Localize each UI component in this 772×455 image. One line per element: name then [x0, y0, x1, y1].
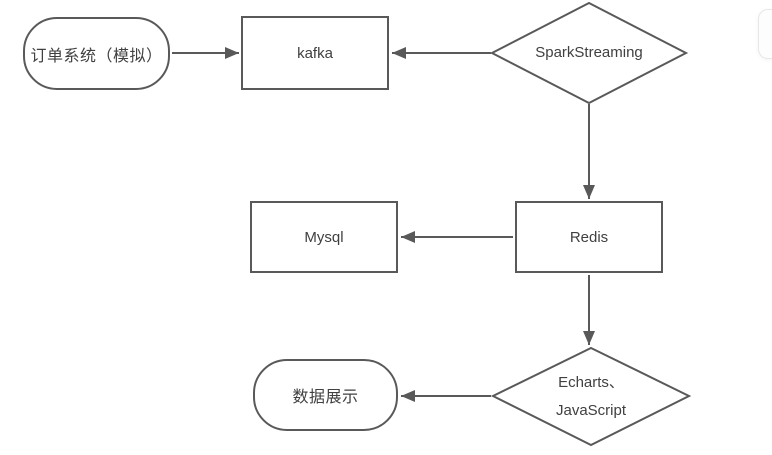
- node-kafka-label: kafka: [297, 44, 333, 62]
- node-kafka: kafka: [241, 16, 389, 90]
- node-echarts: Echarts、 JavaScript: [493, 348, 689, 445]
- node-echarts-label-line1: Echarts、: [558, 373, 624, 391]
- node-data-display-label: 数据展示: [292, 389, 359, 406]
- node-echarts-label-line2: JavaScript: [555, 401, 627, 419]
- node-spark-streaming: SparkStreaming: [492, 3, 686, 103]
- node-data-display: 数据展示: [253, 359, 398, 431]
- node-order-system-label: 订单系统（模拟）: [30, 47, 163, 65]
- node-order-system: 订单系统（模拟）: [23, 17, 170, 90]
- node-redis-label: Redis: [569, 228, 609, 246]
- node-mysql-label: Mysql: [304, 228, 344, 246]
- collapsed-side-toolbar-handle[interactable]: [758, 9, 772, 59]
- node-spark-streaming-label: SparkStreaming: [535, 44, 643, 61]
- node-redis: Redis: [515, 201, 663, 273]
- node-mysql: Mysql: [250, 201, 398, 273]
